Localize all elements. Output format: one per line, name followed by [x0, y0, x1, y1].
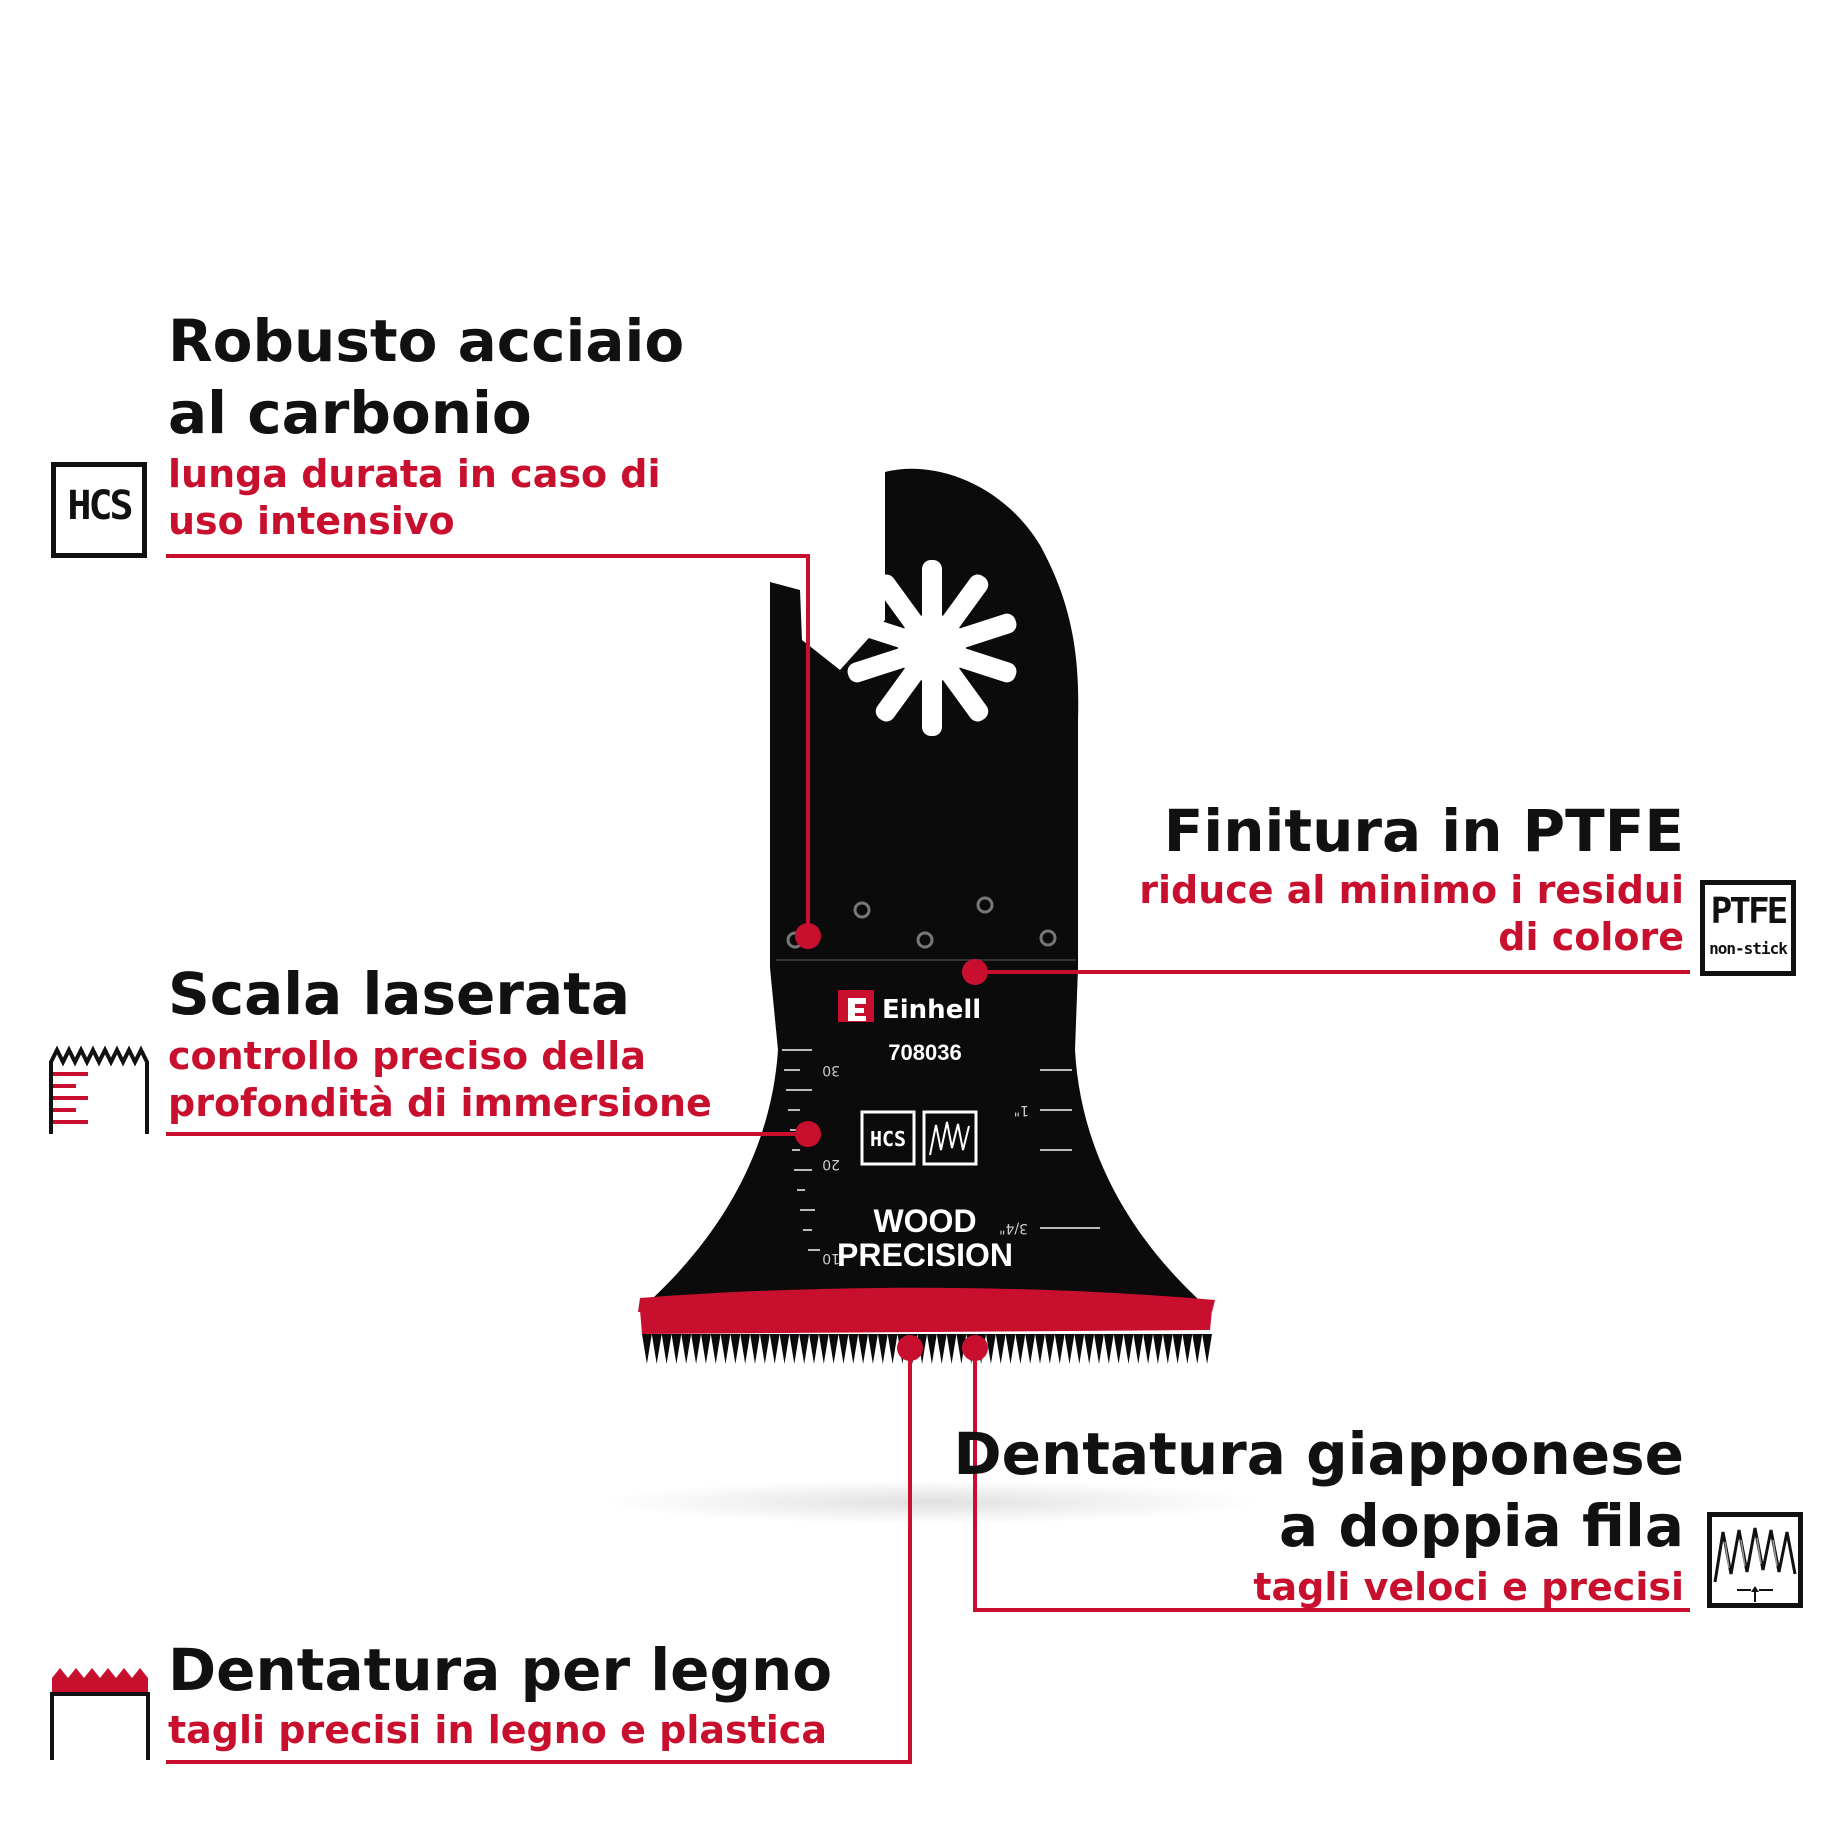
- blade-hcs-text: HCS: [870, 1127, 906, 1151]
- einhell-logo-letter: [848, 998, 866, 1021]
- feature-japanese-title-1: Dentatura giapponese: [953, 1420, 1685, 1488]
- blade-text-wood: WOOD: [873, 1203, 976, 1239]
- leader-lines: [166, 554, 1690, 1764]
- blade-hcs-badge: [860, 1110, 916, 1166]
- scale-label-20: 20: [822, 1156, 840, 1172]
- hcs-steel-icon: HCS: [51, 462, 147, 558]
- feature-scale-sub-1: controllo preciso della: [168, 1034, 646, 1078]
- ptfe-edge-band: [638, 1287, 1215, 1312]
- blade-teeth-badge: [922, 1110, 978, 1166]
- blade-model-number: 708036: [888, 1040, 961, 1065]
- double-row-teeth-icon: [1707, 1512, 1803, 1608]
- blade-teeth-badge-icon: [929, 1121, 970, 1156]
- feature-wood-title: Dentatura per legno: [168, 1636, 833, 1704]
- feature-hcs-sub-2: uso intensivo: [168, 499, 455, 543]
- wood-teeth-icon: [50, 1668, 150, 1760]
- ptfe-icon-label: PTFE: [1710, 891, 1789, 932]
- scale-label-10: 10: [822, 1250, 840, 1266]
- depth-scale-icon: [49, 1045, 149, 1134]
- feature-japanese-title-2: a doppia fila: [1279, 1492, 1684, 1560]
- blade-teeth: [642, 1334, 1212, 1364]
- feature-wood-sub: tagli precisi in legno e plastica: [168, 1708, 827, 1752]
- feature-hcs-sub-1: lunga durata in caso di: [168, 452, 661, 496]
- ptfe-edge-band-lower: [640, 1310, 1212, 1334]
- scale-label-30: 30: [822, 1062, 840, 1078]
- saw-blade: [640, 468, 1210, 1310]
- feature-ptfe-sub-1: riduce al minimo i residui: [1139, 868, 1684, 912]
- blade-shadow: [600, 1480, 1260, 1524]
- feature-hcs-title-2: al carbonio: [168, 379, 532, 447]
- feature-japanese-sub: tagli veloci e precisi: [1253, 1565, 1684, 1609]
- feature-scale-sub-2: profondità di immersione: [168, 1081, 712, 1125]
- blade-brand: Einhell: [882, 995, 981, 1025]
- feature-hcs-title-1: Robusto acciaio: [168, 307, 685, 375]
- ptfe-icon-sublabel: non-stick: [1709, 939, 1788, 958]
- feature-scale-title: Scala laserata: [168, 960, 630, 1028]
- mounting-star-cutout: [847, 560, 1017, 736]
- hcs-icon-label: HCS: [67, 483, 133, 529]
- rivets: [786, 896, 1057, 949]
- scale-label-inch-1: 1": [1014, 1102, 1029, 1118]
- feature-ptfe-sub-2: di colore: [1498, 915, 1684, 959]
- leader-dots: [795, 923, 988, 1361]
- blade-text-precision: PRECISION: [837, 1237, 1013, 1273]
- feature-ptfe-title: Finitura in PTFE: [1163, 797, 1684, 865]
- ptfe-nonstick-icon: PTFE non-stick: [1700, 880, 1796, 976]
- scale-label-inch-3-4: 3/4": [999, 1220, 1028, 1236]
